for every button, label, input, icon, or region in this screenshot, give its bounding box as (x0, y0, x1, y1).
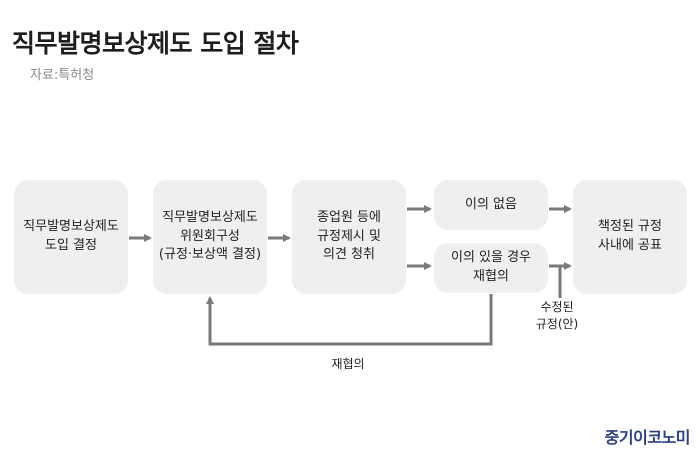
step-publish-rules: 책정된 규정 사내에 공표 (573, 180, 687, 294)
step-objection-renegotiation: 이의 있을 경우 재협의 (434, 243, 548, 293)
step-employee-hearing-label: 종업원 등에 규정제시 및 의견 청취 (317, 209, 381, 263)
step-no-objection: 이의 없음 (434, 180, 548, 230)
step-committee-formation-label: 직무발명보상제도 위원회구성 (규정·보상액 결정) (158, 209, 262, 263)
page-title: 직무발명보상제도 도입 절차 (12, 29, 299, 58)
feedback-arrow (206, 294, 493, 346)
publisher-logo: 중기이코노미 (604, 428, 691, 447)
step-adoption-decision-label: 직무발명보상제도 도입 결정 (23, 219, 119, 253)
step-employee-hearing: 종업원 등에 규정제시 및 의견 청취 (292, 180, 406, 294)
step-committee-formation: 직무발명보상제도 위원회구성 (규정·보상액 결정) (153, 180, 267, 294)
step-adoption-decision: 직무발명보상제도 도입 결정 (14, 180, 128, 294)
revised-rule-label: 수정된 규정(안) (535, 300, 579, 332)
step-objection-renegotiation-label: 이의 있을 경우 재협의 (450, 250, 532, 284)
feedback-label: 재협의 (331, 357, 365, 371)
step-publish-rules-label: 책정된 규정 사내에 공표 (598, 219, 662, 253)
step-no-objection-label: 이의 없음 (465, 196, 517, 212)
source-caption: 자료:특허청 (30, 68, 95, 83)
